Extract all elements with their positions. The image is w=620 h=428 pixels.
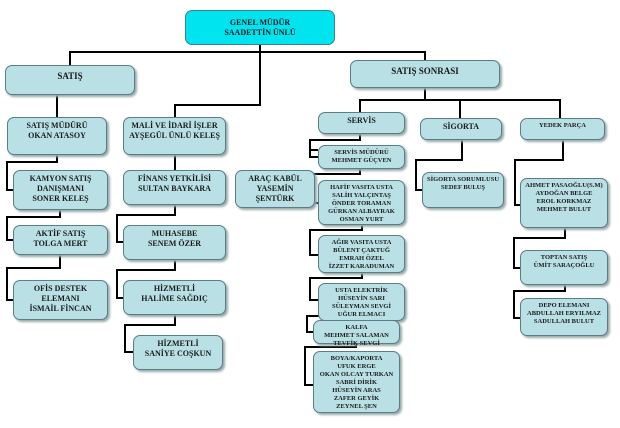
node-line: HÜSEYİN ARAS (332, 387, 381, 394)
node-line: FİNANS YETKİLİSİ (137, 174, 212, 183)
node-line: İSMAİL FİNCAN (29, 304, 92, 313)
node-line: SONER KELEŞ (32, 194, 89, 203)
node-line: HİZMETLİ (153, 284, 196, 293)
node-line: SİGORTA SORUMLUSU (426, 176, 500, 183)
node-line: UĞUR ELMACI (337, 311, 386, 318)
node-line: GÜRKAN ALBAYRAK (328, 208, 395, 215)
node-line: SABRİ DİRİK (336, 379, 377, 386)
node-line: ELEMANI (41, 294, 80, 303)
node-line: OKAN ATASOY (28, 131, 86, 140)
org-node-satis-sonrasi: SATIŞ SONRASI (350, 60, 500, 88)
node-line: ZAFER GEYİK (333, 395, 380, 402)
node-line: SATIŞ MÜDÜRÜ (26, 121, 88, 130)
node-line: YEDEK PARÇA (538, 122, 586, 129)
node-line: SEDEF BULUŞ (440, 184, 485, 191)
node-line: AKTİF SATIŞ (35, 229, 86, 238)
node-line: SATIŞ (57, 71, 83, 81)
org-node-yedek: YEDEK PARÇA (520, 118, 605, 140)
org-node-satis: SATIŞ (5, 65, 135, 95)
node-line: HAFİF VASITA USTA (330, 184, 393, 191)
node-line: OFİS DESTEK (33, 284, 88, 293)
node-line: TOLGA MERT (33, 239, 88, 248)
node-line: EROL KORKMAZ (536, 198, 592, 205)
node-line: TEVFİK SEVGİ (333, 340, 380, 347)
node-line: MUHASEBE (151, 229, 198, 238)
node-line: USTA ELEKTRİK (335, 287, 388, 294)
node-line: AĞIR VASITA USTA (331, 239, 392, 246)
node-line: SÜLEYMAN SEVGİ (331, 303, 392, 310)
node-line: HÜSEYİN SARI (338, 295, 385, 302)
node-line: MEHMET GÜÇVEN (331, 157, 392, 164)
node-line: ARAÇ KABÜL (248, 174, 302, 183)
node-line: OSMAN YURT (339, 216, 384, 223)
node-line: MEHMET BULUT (536, 206, 592, 213)
node-line: GENEL MÜDÜR (229, 17, 291, 27)
node-line: AHMET PASAOĞLU(S.M) (525, 182, 603, 189)
node-line: SAADETTİN ÜNLÜ (224, 27, 296, 37)
node-line: KAMYON SATIŞ (29, 174, 92, 183)
node-line: EMRAH ÖZEL (339, 255, 384, 262)
node-line: İZZET KARADUMAN (328, 263, 395, 270)
node-line: DEPO ELEMANI (538, 302, 590, 309)
node-line: AYŞEGÜL ÜNLÜ KELEŞ (129, 131, 220, 140)
node-line: MEHMET SALAMAN (324, 332, 389, 339)
node-line: SİGORTA (442, 122, 480, 131)
node-line: SATIŞ SONRASI (391, 66, 459, 76)
node-line: HALİME SAĞDIÇ (141, 294, 208, 303)
node-line: ABDULLAH ERYILMAZ (527, 310, 601, 317)
org-node-sigorta: SİGORTA (420, 118, 502, 140)
node-line: KALFA (345, 324, 368, 331)
node-line: SALİH YALÇINTAŞ (332, 192, 391, 199)
node-line: ÖNDER TORAMAN (331, 200, 392, 207)
node-line: ŞENTÜRK (255, 194, 295, 203)
org-node-servis: SERVİS (318, 112, 405, 134)
node-line: SULTAN BAYKARA (138, 184, 211, 193)
node-line: ÜMİT SARAÇOĞLU (533, 262, 595, 269)
node-line: BÜLENT ÇAKTUĞ (333, 247, 390, 254)
node-line: SERVİS MÜDÜRÜ (334, 149, 389, 156)
node-line: TOPTAN SATIŞ (540, 254, 588, 261)
node-line: SANİYE COŞKUN (144, 349, 212, 358)
node-line: YASEMİN (256, 184, 294, 193)
node-line: ZEYNEL ŞEN (336, 403, 377, 410)
node-line: HİZMETLİ (157, 339, 199, 348)
node-line: MALİ VE İDARİ İŞLER (131, 121, 218, 130)
node-line: SERVİS (347, 116, 376, 125)
node-line: SADULLAH BULUT (533, 318, 595, 325)
node-line: DANIŞMANI (36, 184, 85, 193)
node-line: OKAN OLCAY TURKAN (319, 371, 394, 378)
node-line: SENEM ÖZER (147, 239, 202, 248)
node-line: AYDOĞAN BELGE (535, 190, 593, 197)
node-line: UFUK ERGE (337, 363, 376, 370)
node-line: BOYA/KAPORTA (330, 355, 383, 362)
